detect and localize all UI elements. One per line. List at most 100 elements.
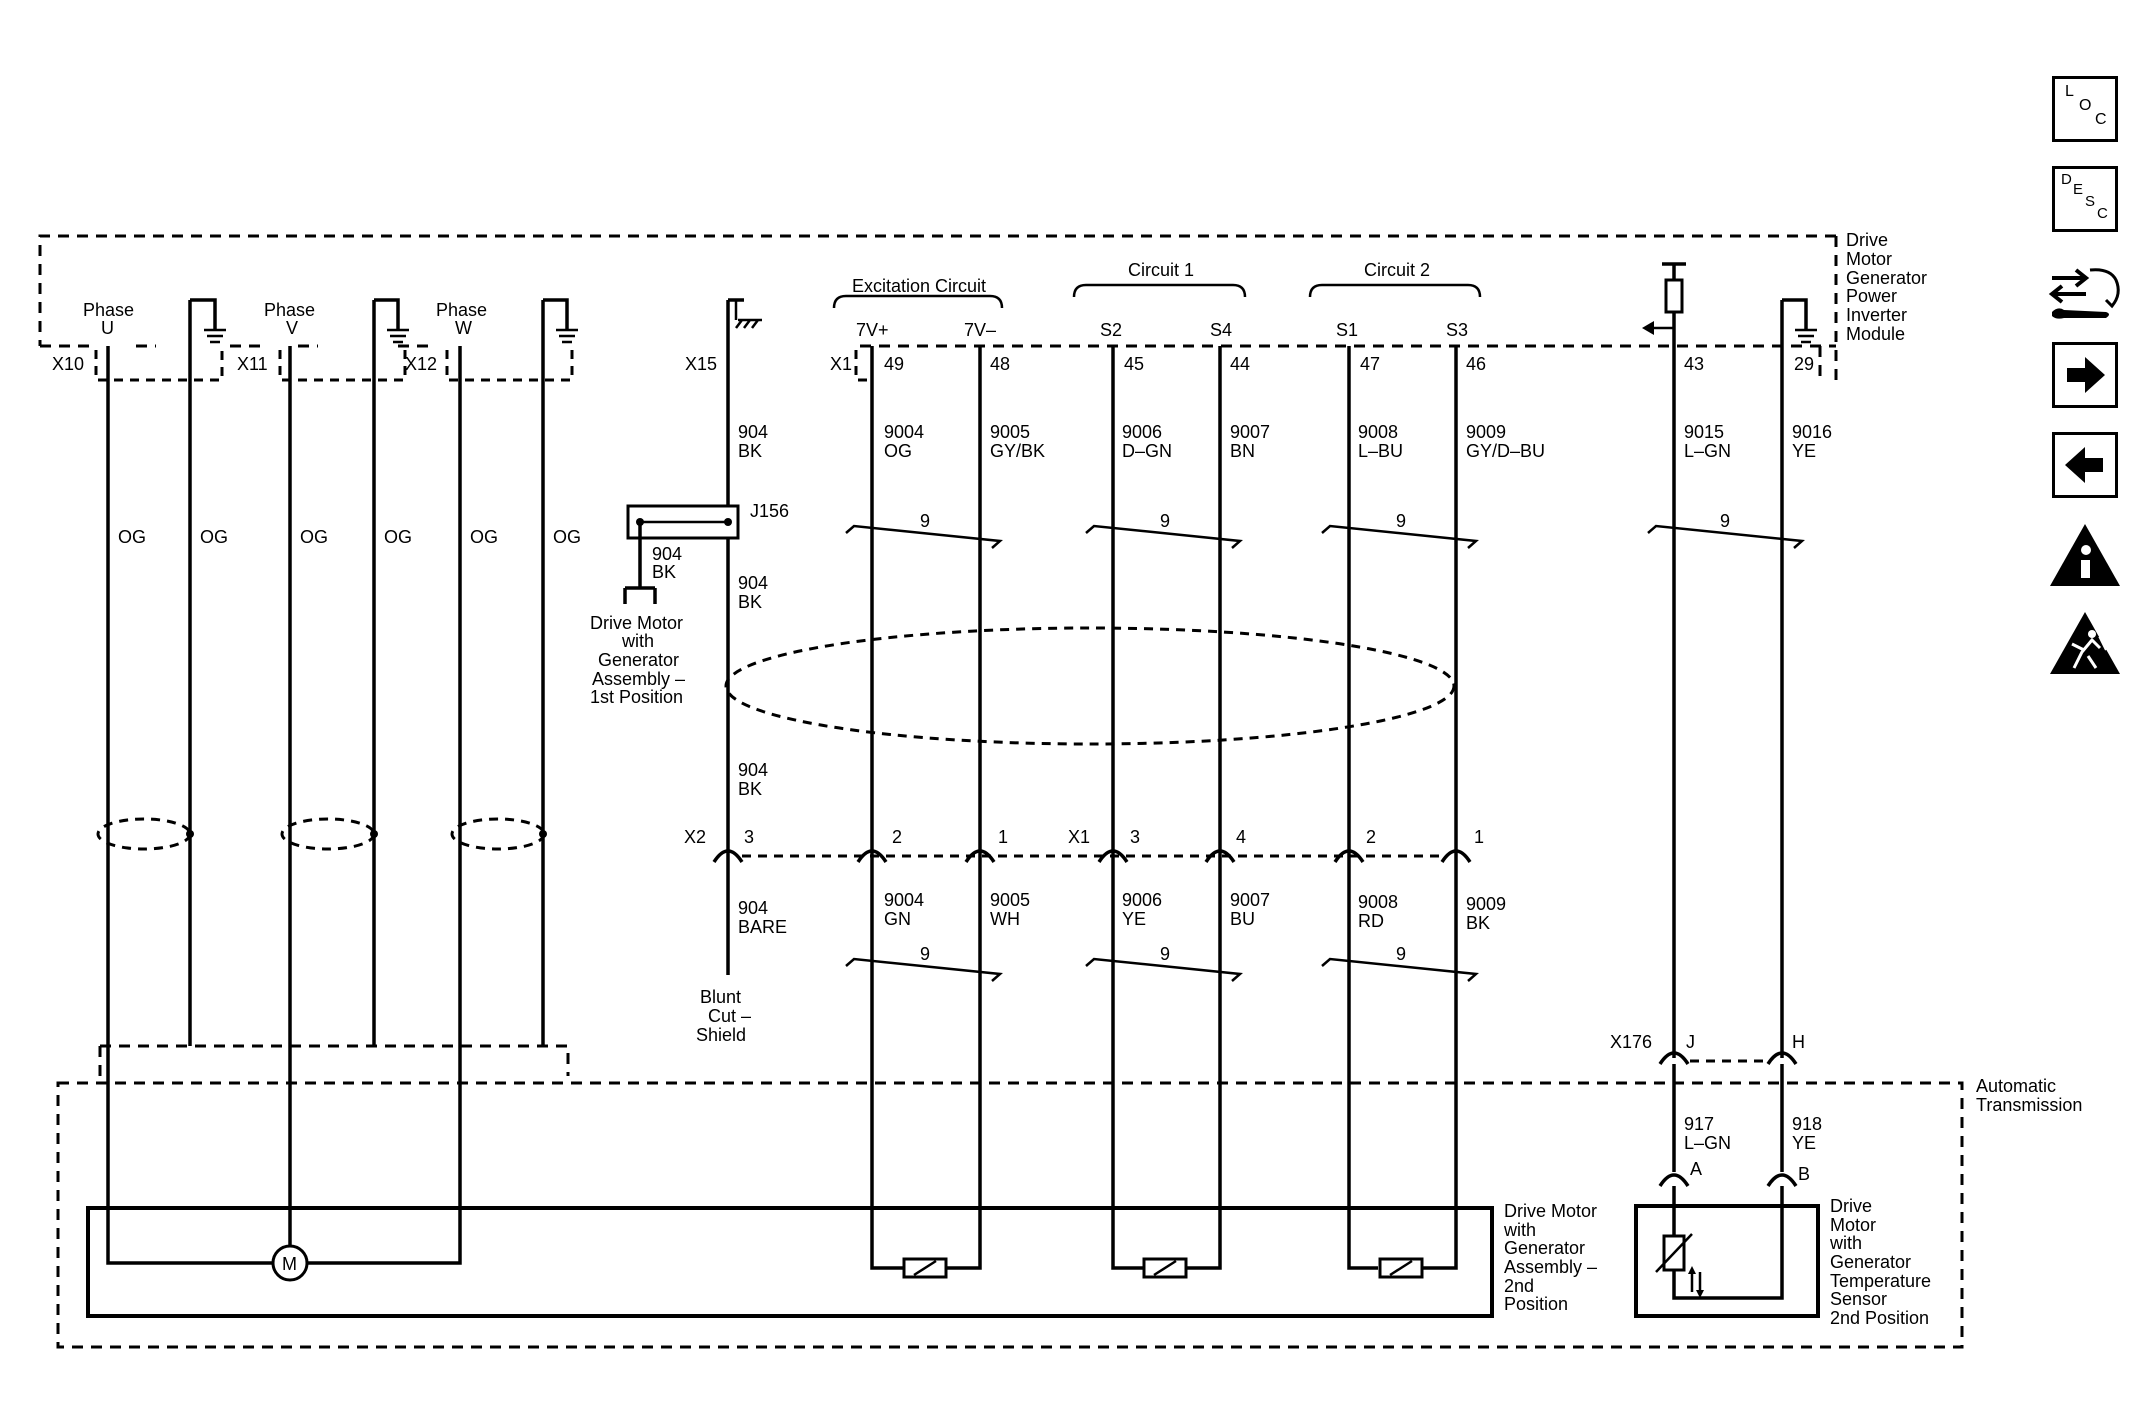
svg-text:Power: Power — [1846, 286, 1897, 306]
svg-text:L–GN: L–GN — [1684, 1133, 1731, 1153]
svg-text:Position: Position — [1504, 1294, 1568, 1314]
loc-letter: O — [2079, 97, 2092, 114]
connector-x176: X176 — [1610, 1032, 1652, 1052]
svg-text:9: 9 — [1160, 944, 1170, 964]
shield-ellipse — [724, 626, 1456, 746]
svg-text:with: with — [621, 631, 654, 651]
svg-text:3: 3 — [1130, 827, 1140, 847]
svg-text:Module: Module — [1846, 324, 1905, 344]
svg-text:9016: 9016 — [1792, 422, 1832, 442]
transmission-boundary — [56, 1044, 1964, 1349]
module-label-transmission: Automatic Transmission — [1976, 1076, 2082, 1115]
svg-text:OG: OG — [553, 527, 581, 547]
svg-text:BK: BK — [1466, 913, 1490, 933]
previous-arrow-icon — [2065, 447, 2103, 483]
svg-text:Drive Motor: Drive Motor — [590, 613, 683, 633]
svg-text:2: 2 — [892, 827, 902, 847]
ground-icon — [543, 298, 578, 344]
svg-text:29: 29 — [1794, 354, 1814, 374]
svg-text:Generator: Generator — [1504, 1238, 1585, 1258]
svg-text:D–GN: D–GN — [1122, 441, 1172, 461]
connector-x11: X11 — [237, 354, 268, 374]
svg-text:2nd Position: 2nd Position — [1830, 1308, 1929, 1328]
svg-text:Cut –: Cut – — [708, 1006, 751, 1026]
svg-text:9: 9 — [920, 511, 930, 531]
phase-u-label: Phase — [83, 300, 134, 320]
svg-text:Drive Motor: Drive Motor — [1504, 1201, 1597, 1221]
svg-text:OG: OG — [200, 527, 228, 547]
group-label-circuit2: Circuit 2 — [1364, 260, 1430, 280]
svg-text:WH: WH — [990, 909, 1020, 929]
motor-symbol — [271, 1244, 309, 1282]
svg-text:BN: BN — [1230, 441, 1255, 461]
svg-text:Drive: Drive — [1830, 1196, 1872, 1216]
svg-text:S3: S3 — [1446, 320, 1468, 340]
svg-text:9006: 9006 — [1122, 890, 1162, 910]
phase-v-label: Phase — [264, 300, 315, 320]
svg-text:OG: OG — [884, 441, 912, 461]
svg-text:904: 904 — [652, 544, 682, 564]
information-icon[interactable] — [2048, 520, 2122, 590]
temperature-sensor-section: 43 29 9015 L–GN 9016 YE 9 X176 J H 917 L… — [1610, 262, 1931, 1328]
svg-text:Automatic: Automatic — [1976, 1076, 2056, 1096]
svg-text:917: 917 — [1684, 1114, 1714, 1134]
svg-text:Motor: Motor — [1846, 249, 1892, 269]
svg-text:9009: 9009 — [1466, 422, 1506, 442]
svg-text:2: 2 — [1366, 827, 1376, 847]
loc-button[interactable]: L O C — [2052, 76, 2118, 142]
svg-text:48: 48 — [990, 354, 1010, 374]
module-label-inverter: Drive Motor Generator Power Inverter Mod… — [1846, 230, 1927, 344]
blunt-cut-label: Blunt Cut – Shield — [696, 987, 751, 1045]
svg-text:Temperature: Temperature — [1830, 1271, 1931, 1291]
svg-text:9: 9 — [1396, 944, 1406, 964]
svg-text:YE: YE — [1792, 441, 1816, 461]
svg-text:9: 9 — [1160, 511, 1170, 531]
svg-text:45: 45 — [1124, 354, 1144, 374]
svg-text:YE: YE — [1792, 1133, 1816, 1153]
desc-letter: E — [2073, 181, 2084, 198]
svg-text:1st Position: 1st Position — [590, 687, 683, 707]
svg-text:J: J — [1686, 1032, 1695, 1052]
svg-text:9008: 9008 — [1358, 892, 1398, 912]
svg-text:with: with — [1503, 1220, 1536, 1240]
svg-text:904: 904 — [738, 760, 768, 780]
svg-text:GN: GN — [884, 909, 911, 929]
connector-x15: X15 — [685, 354, 717, 374]
svg-text:3: 3 — [744, 827, 754, 847]
svg-text:4: 4 — [1236, 827, 1246, 847]
ground-icon — [374, 298, 409, 344]
connector-x1: X1 — [830, 354, 852, 374]
desc-letter: C — [2097, 205, 2108, 222]
svg-text:S4: S4 — [1210, 320, 1232, 340]
svg-text:9015: 9015 — [1684, 422, 1724, 442]
svg-text:OG: OG — [118, 527, 146, 547]
svg-text:9007: 9007 — [1230, 422, 1270, 442]
module-label-motor-1st: Drive Motor with Generator Assembly – 1s… — [590, 613, 685, 707]
svg-text:H: H — [1792, 1032, 1805, 1052]
next-button[interactable] — [2052, 342, 2118, 408]
svg-text:Motor: Motor — [1830, 1215, 1876, 1235]
svg-text:Drive: Drive — [1846, 230, 1888, 250]
phase-section: Phase U Phase V Phase W X10 X11 X12 OG O… — [52, 298, 581, 1282]
svg-text:46: 46 — [1466, 354, 1486, 374]
svg-text:47: 47 — [1360, 354, 1380, 374]
electrical-hazard-icon[interactable] — [2048, 608, 2122, 678]
svg-text:OG: OG — [470, 527, 498, 547]
svg-text:7V–: 7V– — [964, 320, 996, 340]
svg-text:904: 904 — [738, 573, 768, 593]
svg-text:L–BU: L–BU — [1358, 441, 1403, 461]
svg-text:1: 1 — [998, 827, 1008, 847]
shield-section: X15 904 BK 904 BK 904 BK J156 904 BK Dri… — [590, 298, 789, 1045]
svg-text:Generator: Generator — [1830, 1252, 1911, 1272]
desc-button[interactable]: D E S C — [2052, 166, 2118, 232]
previous-button[interactable] — [2052, 432, 2118, 498]
svg-text:9009: 9009 — [1466, 894, 1506, 914]
connector-locator-icon[interactable] — [2046, 260, 2126, 330]
svg-text:W: W — [455, 318, 472, 338]
ground-icon — [190, 298, 226, 344]
svg-text:L–GN: L–GN — [1684, 441, 1731, 461]
svg-text:44: 44 — [1230, 354, 1250, 374]
svg-text:RD: RD — [1358, 911, 1384, 931]
svg-text:7V+: 7V+ — [856, 320, 889, 340]
